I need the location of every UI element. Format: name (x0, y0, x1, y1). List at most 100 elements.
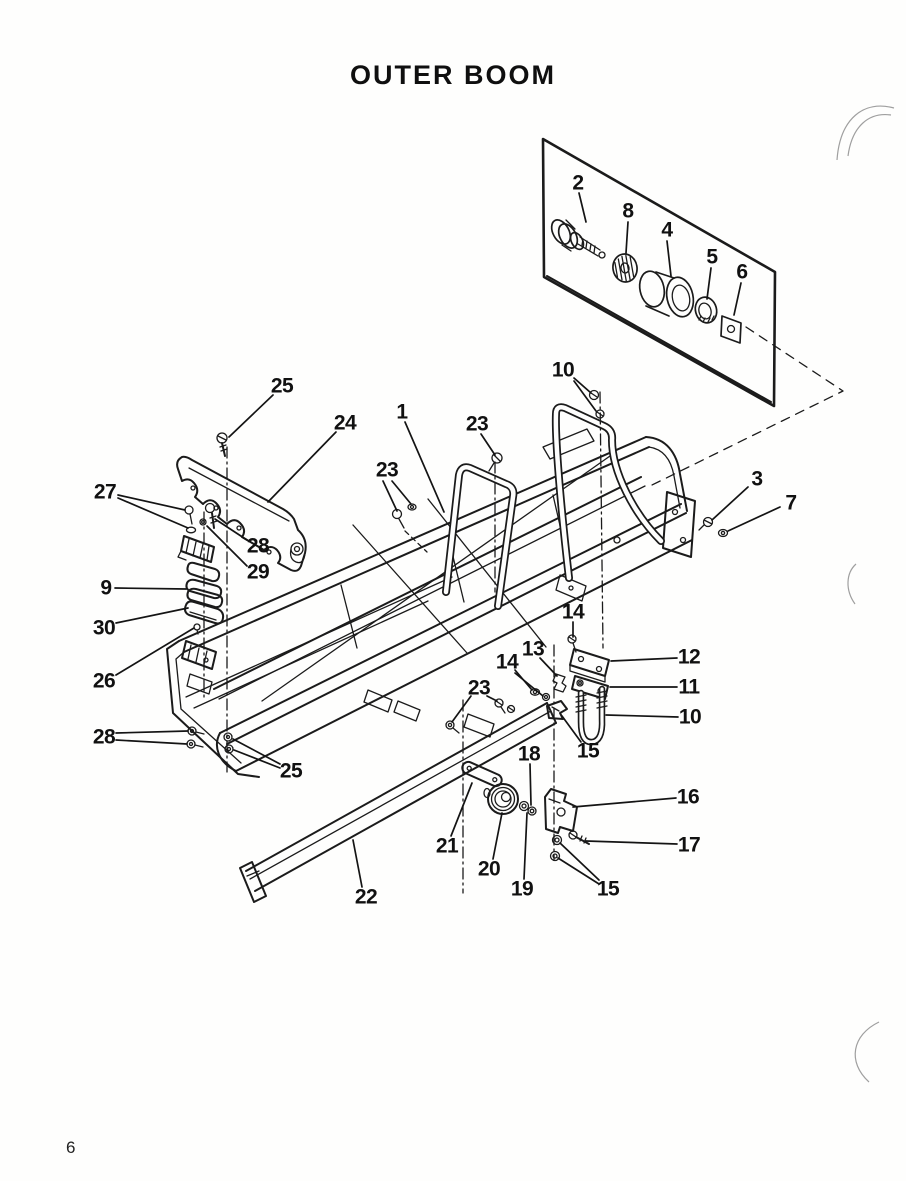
inset-part-6-plate (720, 315, 742, 344)
callout-22-leader (352, 839, 363, 888)
callout-8-label: 8 (622, 200, 634, 223)
callout-20-leader (492, 812, 503, 860)
callout-23-leader (382, 480, 398, 512)
callout-27-leader (117, 497, 189, 529)
callout-15-leader (557, 857, 600, 885)
callout-12-leader (610, 657, 678, 662)
bolt-3-and-washer-7 (698, 516, 729, 538)
bolt-23-top (488, 452, 503, 472)
construction-centerlines (203, 391, 604, 894)
callout-23-label: 23 (468, 677, 490, 700)
callout-23-leader (451, 695, 472, 723)
callout-10-leader (605, 714, 679, 718)
callout-22-label: 22 (355, 886, 377, 909)
callout-30-leader (115, 607, 189, 624)
callout-13-label: 13 (522, 638, 544, 661)
callout-15-leader (559, 842, 600, 881)
inset-detail-panel (541, 137, 844, 487)
callout-25-leader (233, 749, 281, 769)
callout-25-label: 25 (280, 760, 303, 783)
callout-23-label: 23 (466, 413, 488, 436)
callout-3-label: 3 (751, 468, 762, 491)
callout-26-leader (115, 627, 195, 676)
callout-18-label: 18 (518, 743, 541, 766)
callout-23-leader (486, 695, 498, 702)
callout-17-leader (585, 840, 678, 845)
callout-15-label: 15 (577, 740, 600, 763)
scalloped-bracket (176, 432, 307, 572)
callout-7-label: 7 (785, 492, 796, 515)
roller-20 (483, 783, 519, 815)
callout-7-leader (727, 506, 781, 532)
callout-1-leader (404, 421, 445, 513)
callout-2-leader (578, 192, 587, 223)
bolt-17 (568, 830, 590, 845)
page-title: OUTER BOOM (350, 60, 556, 90)
callout-1-label: 1 (396, 401, 408, 424)
callout-28-label: 28 (247, 535, 270, 558)
bolt-pair-23-left (391, 503, 428, 553)
bolt-25-top (216, 432, 228, 457)
callout-10-leader (573, 377, 592, 394)
callout-9-label: 9 (100, 577, 111, 600)
callout-29-leader (206, 525, 248, 567)
callout-28-leader (214, 518, 248, 541)
callout-27-leader (117, 494, 186, 511)
callout-23-label: 23 (376, 459, 398, 482)
callout-25-label: 25 (271, 375, 294, 398)
callout-24-leader (267, 431, 337, 503)
callout-20-label: 20 (478, 858, 500, 881)
u-bolt-10 (575, 685, 608, 746)
callout-25-leader (228, 394, 274, 438)
callout-3-leader (711, 486, 749, 521)
nuts-15 (549, 834, 563, 862)
callout-25-leader (232, 738, 281, 765)
callout-19-label: 19 (511, 878, 533, 901)
callout-14-label: 14 (496, 651, 519, 674)
bracket-16 (544, 788, 578, 834)
callout-12-label: 12 (678, 646, 700, 669)
callout-18-leader (529, 763, 532, 806)
bolts-10-top (588, 389, 605, 419)
bolt-pair-28-bottom (186, 726, 205, 749)
callout-14-leader (514, 672, 544, 697)
callout-15-label: 15 (597, 878, 620, 901)
callout-4-label: 4 (661, 219, 673, 242)
scan-artifact-marks (836, 105, 895, 1083)
callout-10-label: 10 (552, 359, 574, 382)
callout-11-label: 11 (678, 676, 700, 699)
callout-30-label: 30 (93, 617, 115, 640)
callout-28-leader (115, 739, 188, 745)
callout-4-leader (666, 240, 672, 277)
callout-19-leader (523, 812, 528, 880)
callout-13-leader (539, 657, 558, 677)
callout-21-label: 21 (436, 835, 459, 858)
callout-27-label: 27 (94, 481, 116, 504)
callout-21-leader (450, 782, 473, 837)
callout-15-leader (561, 715, 582, 743)
callout-26-label: 26 (93, 670, 115, 693)
callout-14-label: 14 (562, 601, 585, 624)
callout-24-label: 24 (334, 412, 357, 435)
callout-5-label: 5 (706, 246, 718, 269)
inset-part-2-shaft (550, 219, 606, 259)
inset-part-8-splined-coupler (612, 253, 638, 283)
callout-28-label: 28 (93, 726, 116, 749)
callout-5-leader (706, 267, 712, 300)
callout-6-leader (733, 282, 742, 316)
page-number: 6 (66, 1138, 76, 1157)
u-bolt-clamp-assembly (529, 634, 610, 746)
inset-part-5-ring (694, 296, 718, 324)
left-hardware-stack (177, 502, 234, 754)
callout-2-label: 2 (572, 172, 583, 195)
upper-hardware (391, 389, 729, 553)
callout-9-leader (114, 587, 187, 590)
callout-28-leader (115, 730, 189, 734)
callout-8-leader (625, 221, 629, 254)
callout-23-leader (391, 480, 412, 505)
callout-6-label: 6 (736, 261, 747, 284)
callout-10-leader (573, 380, 597, 412)
